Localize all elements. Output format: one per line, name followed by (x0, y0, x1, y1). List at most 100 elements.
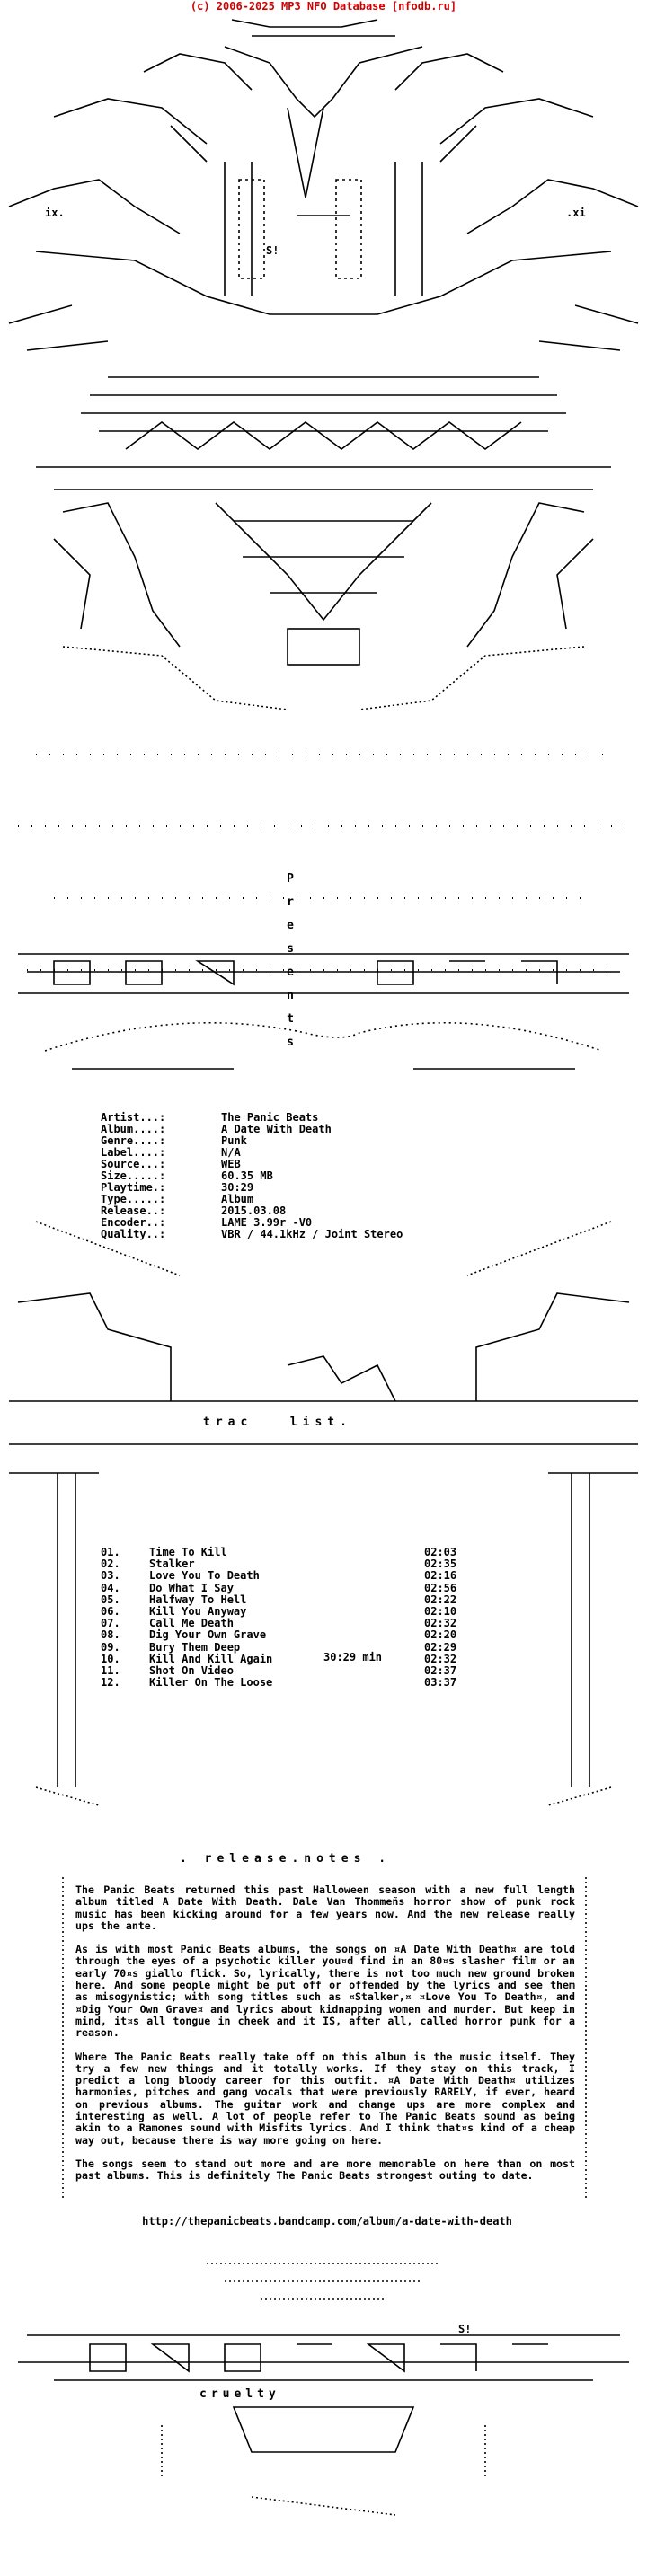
info-value: LAME 3.99r -V0 (221, 1216, 313, 1229)
presents-letter: e (287, 919, 294, 932)
track-number: 11. (101, 1663, 120, 1677)
tag-sl-bottom: S! (458, 2323, 472, 2335)
info-row: Album....: A Date With Death (101, 1124, 403, 1135)
info-value: Punk (221, 1134, 247, 1147)
info-label: Artist...: (101, 1111, 166, 1124)
info-row: Type.....: Album (101, 1194, 403, 1205)
track-time: 02:03 (424, 1546, 457, 1558)
track-title: Call Me Death (149, 1617, 234, 1630)
bandcamp-url[interactable]: http://thepanicbeats.bandcamp.com/album/… (142, 2215, 512, 2228)
info-label: Type.....: (101, 1193, 166, 1205)
info-value: WEB (221, 1158, 241, 1170)
tag-ix: ix. (45, 207, 65, 219)
track-time: 02:56 (424, 1581, 457, 1594)
footer-group-name: cruelty (199, 2387, 280, 2401)
release-notes-paragraph: As is with most Panic Beats albums, the … (75, 1943, 575, 2040)
presents-letter: r (287, 895, 294, 909)
track-row: 10. Kill And Kill Again 02:32 (101, 1652, 487, 1665)
presents-letter: s (287, 1036, 294, 1049)
track-row: 01. Time To Kill 02:03 (101, 1546, 487, 1558)
track-time: 03:37 (424, 1676, 457, 1689)
track-number: 06. (101, 1604, 120, 1618)
info-row: Playtime.:30:29 (101, 1182, 403, 1194)
tracklist-frame (9, 1221, 638, 1806)
release-notes-paragraph: The Panic Beats returned this past Hallo… (75, 1883, 575, 1932)
presents-letter: e (287, 966, 294, 979)
track-title: Do What I Say (149, 1581, 234, 1594)
logo-band (18, 953, 629, 1070)
track-number: 04. (101, 1581, 120, 1594)
presents-letter: P (287, 872, 294, 886)
info-row: Quality..: VBR / 44.1kHz / Joint Stereo (101, 1229, 403, 1240)
info-label: Playtime.: (101, 1181, 166, 1194)
track-time: 02:29 (424, 1640, 457, 1654)
tag-xi: .xi (566, 207, 586, 219)
track-title: Kill And Kill Again (149, 1652, 273, 1665)
track-title: Dig Your Own Grave (149, 1628, 267, 1642)
presents-letter: s (287, 942, 294, 956)
notes-frame (62, 1877, 587, 2201)
info-row: Genre....: Punk (101, 1135, 403, 1147)
track-number: 05. (101, 1592, 120, 1606)
total-playtime: 30:29 min (324, 1651, 383, 1663)
track-title: Time To Kill (149, 1546, 227, 1558)
info-label: Size.....: (101, 1169, 166, 1182)
nfodb-header: (c) 2006-2025 MP3 NFO Database [nfodb.ru… (190, 0, 457, 13)
info-label: Label....: (101, 1146, 166, 1159)
track-time: 02:32 (424, 1652, 457, 1665)
track-title: Halfway To Hell (149, 1592, 247, 1606)
track-time: 02:16 (424, 1569, 457, 1583)
presents-letter: n (287, 989, 294, 1002)
track-time: 02:32 (424, 1617, 457, 1630)
track-time: 02:37 (424, 1663, 457, 1677)
release-notes-paragraph: The songs seem to stand out more and are… (75, 2157, 575, 2183)
track-number: 12. (101, 1676, 120, 1689)
release-notes-heading: . release.notes . (180, 1852, 392, 1866)
info-value: The Panic Beats (221, 1111, 319, 1124)
info-value: 60.35 MB (221, 1169, 273, 1182)
info-label: Genre....: (101, 1134, 166, 1147)
track-number: 03. (101, 1569, 120, 1583)
release-notes: The Panic Beats returned this past Hallo… (75, 1883, 575, 2194)
track-title: Stalker (149, 1557, 195, 1571)
track-title: Kill You Anyway (149, 1604, 247, 1618)
presents-letter: t (287, 1012, 294, 1026)
track-title: Love You To Death (149, 1569, 260, 1583)
track-time: 02:22 (424, 1592, 457, 1606)
tracklist: 01. Time To Kill 02:03 02. Stalker 02:35 03. Lo… (101, 1546, 487, 1689)
info-value: N/A (221, 1146, 241, 1159)
track-time: 02:35 (424, 1557, 457, 1571)
track-number: 10. (101, 1652, 120, 1665)
track-row: 02. Stalker 02:35 (101, 1557, 487, 1571)
info-value: VBR / 44.1kHz / Joint Stereo (221, 1228, 403, 1240)
release-notes-paragraph: Where The Panic Beats really take off on… (75, 2050, 575, 2147)
info-row: Source...: WEB (101, 1159, 403, 1170)
info-label: Album....: (101, 1123, 166, 1135)
track-row: 03. Love You To Death 02:16 (101, 1570, 487, 1582)
info-label: Quality..: (101, 1228, 166, 1240)
track-row: 11. Shot On Video 02:37 (101, 1663, 487, 1677)
track-time: 02:20 (424, 1628, 457, 1642)
track-row: 07. Call Me Death 02:32 (101, 1617, 487, 1630)
track-number: 01. (101, 1546, 120, 1558)
info-label: Source...: (101, 1158, 166, 1170)
info-value: Album (221, 1193, 254, 1205)
tracklist-heading: trac list. (203, 1416, 352, 1429)
track-number: 07. (101, 1617, 120, 1630)
info-value: 2015.03.08 (221, 1204, 287, 1217)
track-title: Bury Them Deep (149, 1640, 241, 1654)
tag-sl-top: S! (266, 244, 279, 257)
footer-logo-art (18, 2263, 629, 2516)
info-row: Artist...: The Panic Beats (101, 1112, 403, 1124)
info-label: Encoder..: (101, 1216, 166, 1229)
track-number: 02. (101, 1557, 120, 1571)
info-value: A Date With Death (221, 1123, 332, 1135)
track-title: Shot On Video (149, 1663, 234, 1677)
